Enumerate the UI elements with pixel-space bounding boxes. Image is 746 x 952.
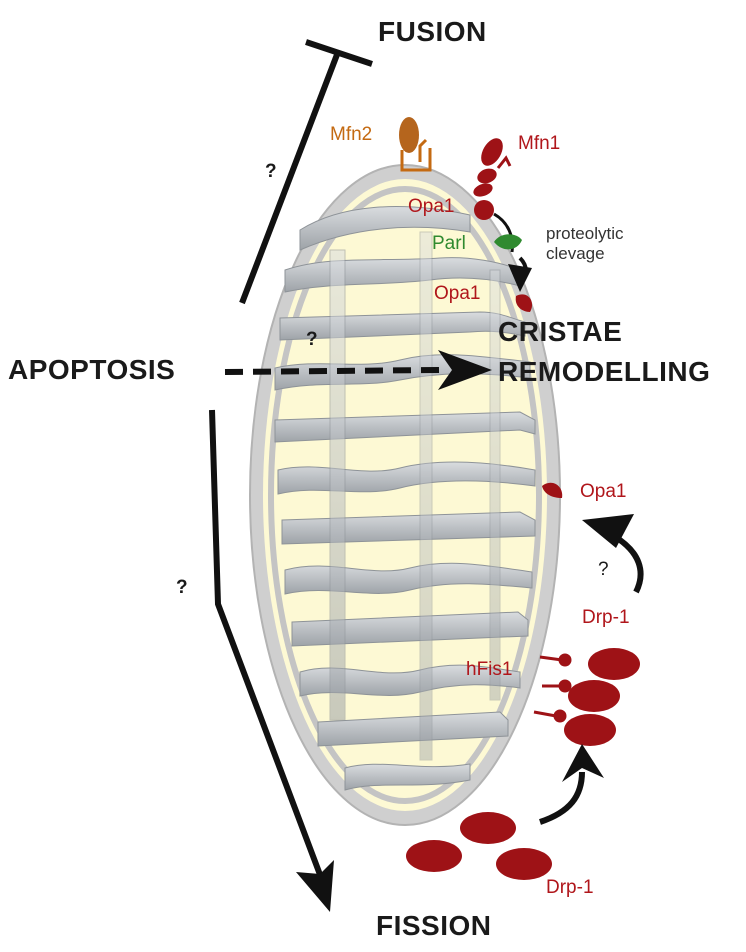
opa1-top-label: Opa1 xyxy=(408,197,454,216)
proteolytic-line2: clevage xyxy=(546,244,623,264)
cristae-question-mark: ? xyxy=(306,330,318,349)
opa1-cleaved-label: Opa1 xyxy=(434,284,480,303)
proteolytic-cleavage-label: proteolytic clevage xyxy=(546,224,623,265)
fusion-question-mark: ? xyxy=(265,162,277,181)
cristae-remodelling-line1: CRISTAE xyxy=(498,318,622,346)
mfn1-label: Mfn1 xyxy=(518,134,560,153)
drp1-recruitment-arrow xyxy=(540,744,604,822)
hfis1-label: hFis1 xyxy=(466,660,512,679)
fusion-label: FUSION xyxy=(378,18,487,46)
fission-question-mark: ? xyxy=(176,578,188,597)
mfn2-label: Mfn2 xyxy=(330,125,372,144)
proteolytic-line1: proteolytic xyxy=(546,224,623,244)
drp1-upper-label: Drp-1 xyxy=(582,608,630,627)
drp1-cluster-upper xyxy=(564,648,640,746)
mitochondrion xyxy=(250,165,560,825)
drp1-lower-label: Drp-1 xyxy=(546,878,594,897)
hfis1-receptors xyxy=(534,655,570,721)
opa1-right-label: Opa1 xyxy=(580,482,626,501)
mfn2-protein xyxy=(399,117,430,170)
apoptosis-label: APOPTOSIS xyxy=(8,356,175,384)
cristae-remodelling-line2: REMODELLING xyxy=(498,358,710,386)
drp1-to-opa1-arrow xyxy=(582,514,641,592)
parl-label: Parl xyxy=(432,234,466,253)
mfn1-protein xyxy=(472,135,510,200)
fission-label: FISSION xyxy=(376,912,492,940)
opa1-question-mark: ? xyxy=(598,560,609,579)
